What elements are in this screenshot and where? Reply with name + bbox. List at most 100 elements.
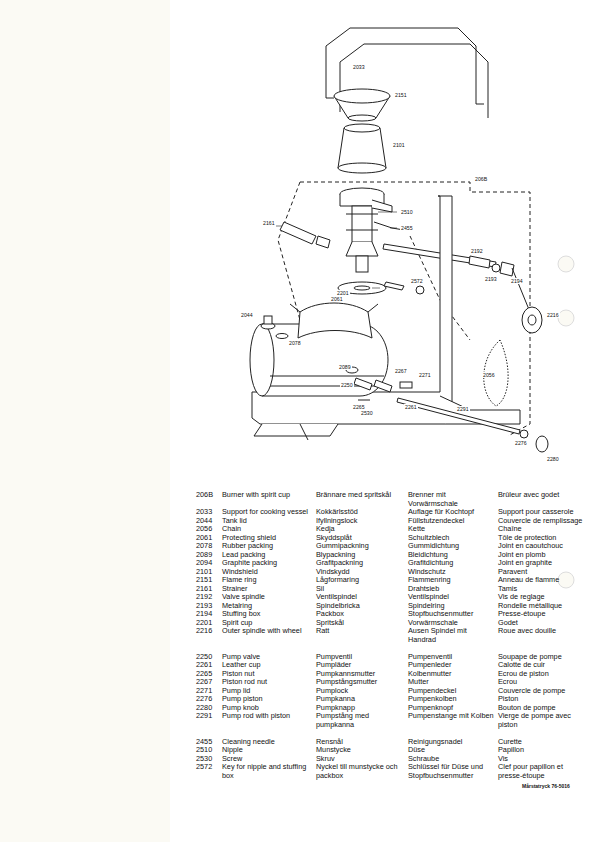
part-name: Windschutz bbox=[408, 568, 496, 577]
tank bbox=[264, 316, 272, 324]
valve-spindle bbox=[384, 282, 404, 290]
part-name: Kolbenmutter bbox=[408, 670, 496, 679]
strainer bbox=[316, 236, 330, 248]
part-number: 2151 bbox=[196, 576, 220, 585]
part-number: 2056 bbox=[196, 525, 220, 534]
part-name: Clef pour papillon et presse-étoupe bbox=[498, 763, 588, 780]
part-name: Rensnål bbox=[316, 738, 406, 747]
callout-number: 2101 bbox=[392, 142, 406, 148]
valve-spindle bbox=[492, 264, 500, 272]
callout-number: 2089 bbox=[338, 364, 352, 370]
leader-lines bbox=[276, 212, 404, 288]
part-name: Protecting shield bbox=[222, 534, 314, 543]
callout-number: 2530 bbox=[360, 410, 374, 416]
part-name: Pumpkanna bbox=[316, 695, 406, 704]
part-name: Paravent bbox=[498, 568, 588, 577]
part-name: Vierge de pompe avec piston bbox=[498, 712, 588, 729]
flame-ring bbox=[348, 115, 376, 121]
strainer bbox=[280, 222, 330, 248]
part-name: Pumpenstange mit Kolben bbox=[408, 712, 496, 721]
part-name: Munstycke bbox=[316, 746, 406, 755]
frame bbox=[254, 424, 338, 440]
part-number: 2267 bbox=[196, 678, 220, 687]
burner bbox=[338, 188, 392, 294]
part-name: Gummidichtung bbox=[408, 542, 496, 551]
part-name: Drahtsieb bbox=[408, 585, 496, 594]
pump bbox=[346, 367, 548, 452]
part-name: Presse-étoupe bbox=[498, 610, 588, 619]
protecting-shield bbox=[290, 303, 378, 338]
part-name: Ifyllningslock bbox=[316, 517, 406, 526]
part-name: Pumpenleder bbox=[408, 661, 496, 670]
part-number: 2089 bbox=[196, 551, 220, 560]
part-name: Brûleur avec godet bbox=[498, 491, 588, 500]
part-name: Burner with spirit cup bbox=[222, 491, 314, 500]
part-number: 2265 bbox=[196, 670, 220, 679]
part-number: 2250 bbox=[196, 653, 220, 662]
part-name: Pumpknapp bbox=[316, 704, 406, 713]
part-name: Chain bbox=[222, 525, 314, 534]
callout-number: 2261 bbox=[404, 404, 418, 410]
part-name: Flame ring bbox=[222, 576, 314, 585]
part-number: 2291 bbox=[196, 712, 220, 721]
callout-number: 2151 bbox=[394, 92, 408, 98]
pump bbox=[374, 380, 392, 392]
part-number: 2276 bbox=[196, 695, 220, 704]
tank bbox=[250, 324, 274, 396]
part-name: Godet bbox=[498, 619, 588, 628]
part-name: Spindelbricka bbox=[316, 602, 406, 611]
part-name: Nyckel till munstycke och packbox bbox=[316, 763, 406, 780]
callout-number: 2267 bbox=[394, 368, 408, 374]
part-name: Support for cooking vessel bbox=[222, 508, 314, 517]
part-name: Pumpenventil bbox=[408, 653, 496, 662]
tank bbox=[276, 334, 288, 339]
part-name: Pumpstångsmutter bbox=[316, 678, 406, 687]
callout-number: 2078 bbox=[288, 340, 302, 346]
part-name: Chaîne bbox=[498, 525, 588, 534]
part-number: 2094 bbox=[196, 559, 220, 568]
part-name: Papillon bbox=[498, 746, 588, 755]
burner-outline bbox=[278, 182, 300, 320]
part-number: 2061 bbox=[196, 534, 220, 543]
valve-spindle bbox=[512, 268, 530, 312]
part-name: Screw bbox=[222, 755, 314, 764]
part-number: 2216 bbox=[196, 627, 220, 636]
part-name: Schraube bbox=[408, 755, 496, 764]
pump bbox=[397, 398, 520, 434]
part-name: Piston rod nut bbox=[222, 678, 314, 687]
callout-number: 2291 bbox=[456, 406, 470, 412]
part-name: Ratt bbox=[316, 627, 406, 636]
part-name: Ecrou de piston bbox=[498, 670, 588, 679]
part-name: Calotte de cuir bbox=[498, 661, 588, 670]
punch-hole bbox=[558, 310, 574, 326]
part-name: Cleaning needle bbox=[222, 738, 314, 747]
part-name: Rubber packing bbox=[222, 542, 314, 551]
part-name: Couvercle de pompe bbox=[498, 687, 588, 696]
part-number: 2572 bbox=[196, 763, 220, 772]
pump bbox=[354, 378, 372, 390]
burner bbox=[372, 200, 392, 212]
part-number: 2280 bbox=[196, 704, 220, 713]
punch-hole bbox=[558, 572, 574, 588]
part-name: Tôle de protection bbox=[498, 534, 588, 543]
part-name: Pumpläder bbox=[316, 661, 406, 670]
part-name: Pump piston bbox=[222, 695, 314, 704]
valve-spindle bbox=[416, 286, 424, 294]
part-name: Mutter bbox=[408, 678, 496, 687]
part-name: Valve spindle bbox=[222, 593, 314, 602]
callout-number: 2250 bbox=[340, 382, 354, 388]
part-number: 2530 bbox=[196, 755, 220, 764]
part-name: Pump rod with piston bbox=[222, 712, 314, 721]
pot-support bbox=[326, 28, 488, 118]
part-name: Auflage für Kochtopf bbox=[408, 508, 496, 517]
valve-spindle bbox=[522, 307, 542, 333]
part-number: 2261 bbox=[196, 661, 220, 670]
part-name: Spirit cup bbox=[222, 619, 314, 628]
part-name: Vindskydd bbox=[316, 568, 406, 577]
burner bbox=[352, 206, 372, 242]
part-name: Tamis bbox=[498, 585, 588, 594]
frame bbox=[252, 196, 520, 440]
part-name: Pumpendeckel bbox=[408, 687, 496, 696]
punch-hole bbox=[558, 256, 574, 272]
part-name: Gummipackning bbox=[316, 542, 406, 551]
